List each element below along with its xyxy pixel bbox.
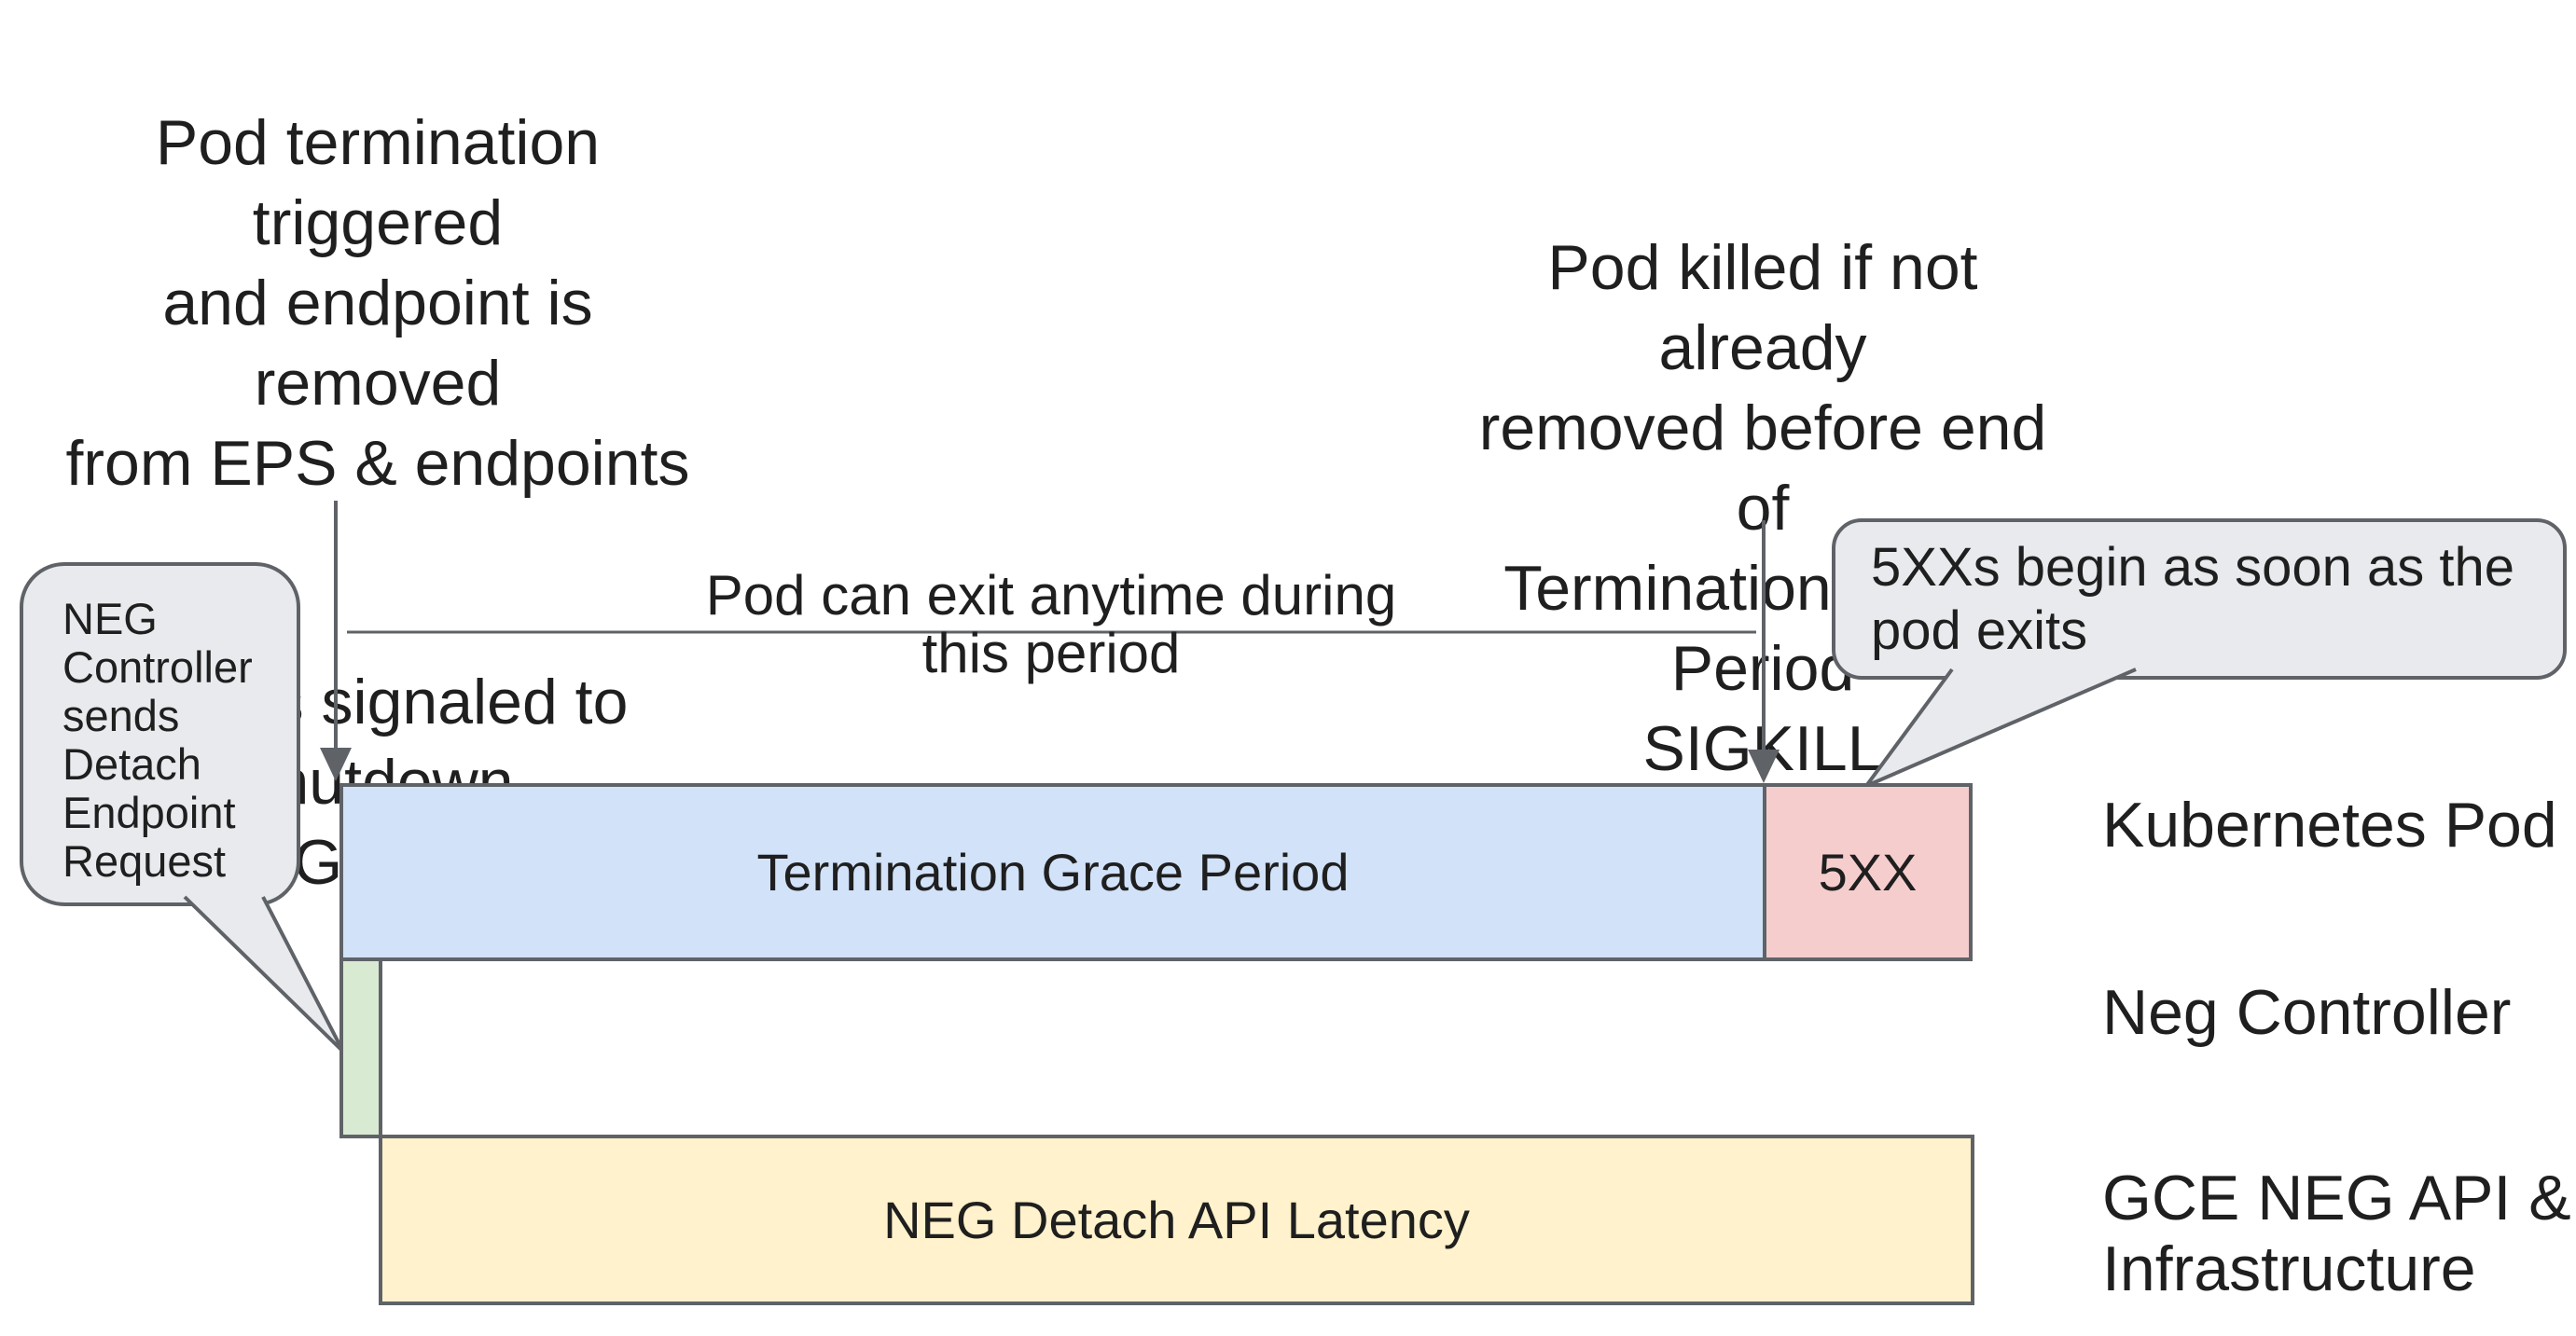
five-xx-callout-text: 5XXs begin as soon as the pod exits xyxy=(1871,537,2515,661)
neg-detach-api-latency-bar: NEG Detach API Latency xyxy=(379,1135,1974,1305)
arrowhead-icon xyxy=(320,748,352,781)
sigkill-arrow xyxy=(1748,520,1780,783)
lane-label-gce-neg-api: GCE NEG API & Infrastructure xyxy=(2102,1163,2571,1304)
termination-grace-period-label: Termination Grace Period xyxy=(756,843,1350,902)
annotation-pod-termination-text: Pod termination triggered and endpoint i… xyxy=(65,107,690,499)
five-xx-label: 5XX xyxy=(1818,843,1918,902)
termination-grace-period-bar: Termination Grace Period xyxy=(339,783,1766,961)
callout-tail xyxy=(183,895,345,1054)
five-xx-bar: 5XX xyxy=(1763,783,1973,961)
detach-request-bar xyxy=(339,957,382,1138)
five-xx-callout-bubble xyxy=(1832,518,2567,791)
sigterm-arrow xyxy=(320,501,352,781)
neg-detach-api-latency-label: NEG Detach API Latency xyxy=(883,1191,1470,1249)
arrowhead-icon xyxy=(1748,750,1780,783)
lane-label-neg-controller: Neg Controller xyxy=(2102,977,2512,1048)
callout-tail xyxy=(1861,668,2137,791)
neg-controller-callout-bubble xyxy=(20,562,345,1054)
neg-controller-callout-text: NEG Controller sends Detach Endpoint Req… xyxy=(62,594,253,886)
exit-period-label: Pod can exit anytime during this period xyxy=(705,564,1397,684)
lane-label-kubernetes-pod: Kubernetes Pod xyxy=(2102,790,2557,861)
